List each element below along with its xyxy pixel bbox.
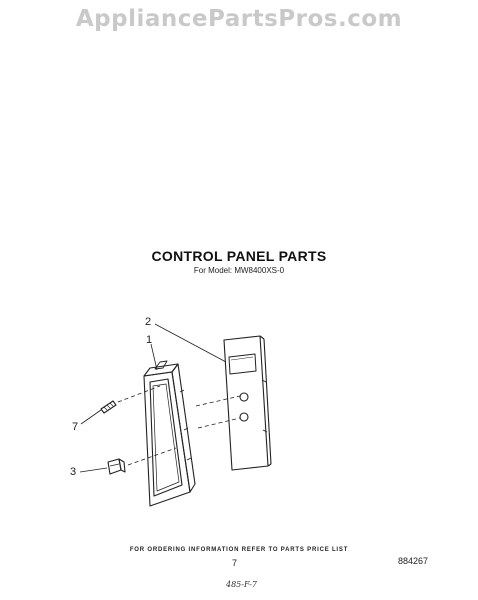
callout-part-2: 2 bbox=[145, 316, 152, 328]
handwritten-note: 485-F-7 bbox=[226, 580, 257, 589]
document-number: 884267 bbox=[398, 556, 429, 566]
knob-part bbox=[107, 458, 126, 475]
page-title: CONTROL PANEL PARTS bbox=[151, 248, 327, 264]
page-number: 7 bbox=[232, 558, 238, 568]
control-panel-plate bbox=[223, 335, 272, 471]
screw-part bbox=[100, 400, 117, 414]
callout-part-3: 3 bbox=[70, 466, 77, 478]
ordering-note: FOR ORDERING INFORMATION REFER TO PARTS … bbox=[129, 547, 349, 553]
control-frame bbox=[143, 360, 196, 507]
watermark: AppliancePartsPros.com bbox=[75, 6, 403, 32]
model-subtitle: For Model: MW8400XS-0 bbox=[193, 266, 285, 275]
callout-part-7: 7 bbox=[72, 421, 79, 433]
callout-part-1: 1 bbox=[146, 334, 153, 346]
